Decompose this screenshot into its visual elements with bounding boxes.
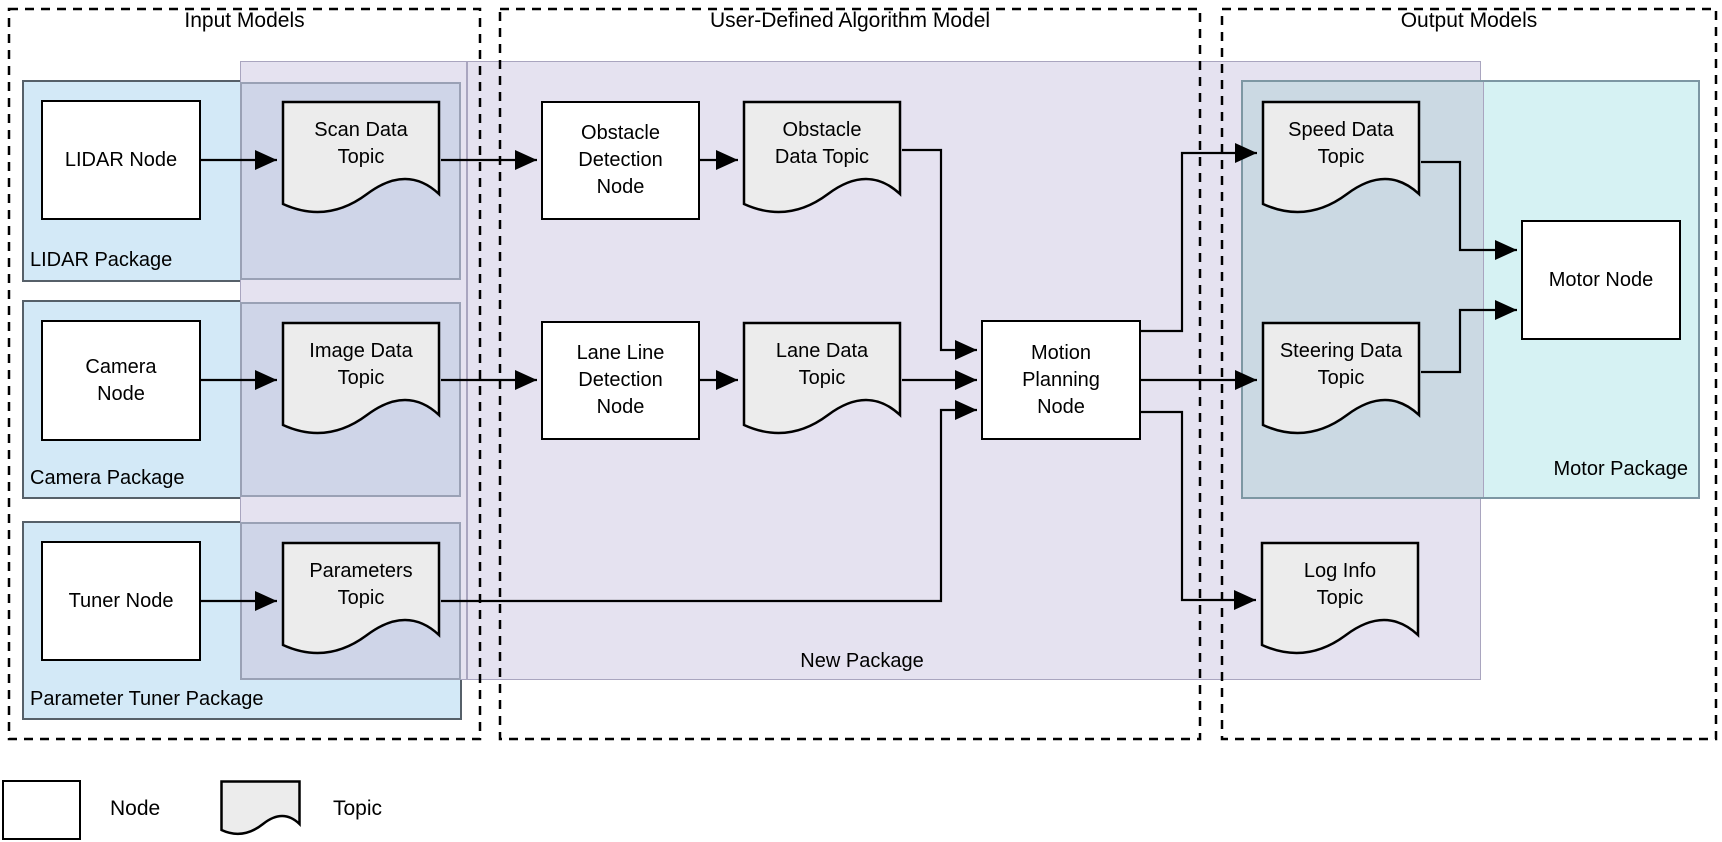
lane-line-detection-node: Lane Line Detection Node [541, 321, 700, 440]
lane-data-topic: Lane Data Topic [742, 321, 902, 453]
obstacle-detection-node: Obstacle Detection Node [541, 101, 700, 220]
parameters-topic: Parameters Topic [281, 541, 441, 673]
legend-node-label: Node [110, 797, 161, 820]
document-shape-icon [220, 780, 301, 836]
steering-data-topic: Steering Data Topic [1261, 321, 1421, 453]
scan-data-topic: Scan Data Topic [281, 100, 441, 232]
camera-package-label: Camera Package [30, 467, 185, 489]
motion-planning-node: Motion Planning Node [981, 320, 1141, 440]
obstacle-data-topic: Obstacle Data Topic [742, 100, 902, 232]
lidar-package-label: LIDAR Package [30, 249, 173, 271]
motor-node: Motor Node [1521, 220, 1681, 340]
output-models-title: Output Models [1400, 9, 1538, 32]
legend-topic-label: Topic [333, 797, 383, 820]
motor-package-label: Motor Package [1553, 458, 1688, 480]
speed-data-topic: Speed Data Topic [1261, 100, 1421, 232]
new-package-label: New Package [800, 650, 924, 672]
camera-node: Camera Node [41, 320, 201, 441]
algorithm-model-title: User-Defined Algorithm Model [709, 9, 991, 32]
parameter-tuner-package-label: Parameter Tuner Package [30, 688, 264, 710]
image-data-topic: Image Data Topic [281, 321, 441, 453]
lidar-node: LIDAR Node [41, 100, 201, 220]
tuner-node: Tuner Node [41, 541, 201, 661]
input-models-title: Input Models [184, 9, 305, 32]
log-info-topic: Log Info Topic [1260, 541, 1420, 673]
legend-topic-shape [220, 780, 301, 842]
legend-node-shape [2, 780, 81, 840]
